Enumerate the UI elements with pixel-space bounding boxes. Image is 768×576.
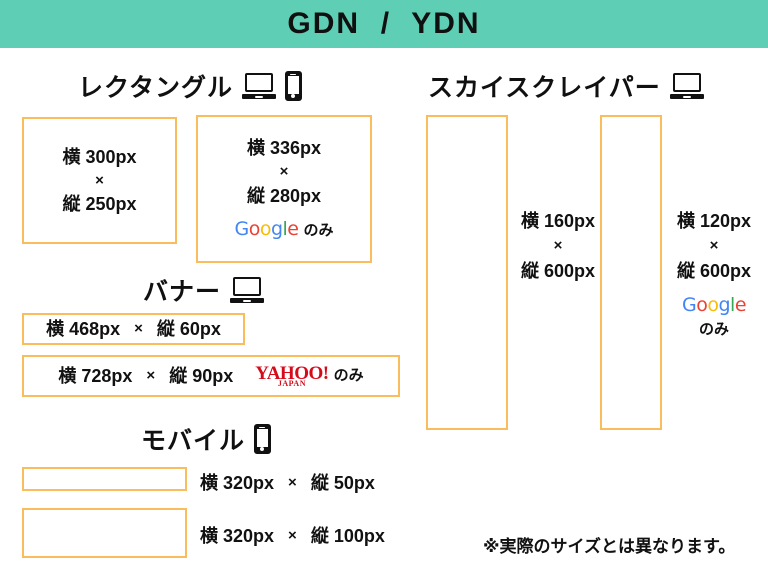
rectangle-box-336x280-height: 縦 280px <box>246 185 322 206</box>
mobile-box-320x100-label: 横 320px × 縦 100px <box>200 522 385 548</box>
section-title-rectangle: レクタングル <box>78 74 234 102</box>
skyscraper-box-160x600-width: 横 160px <box>520 211 596 231</box>
banner-box-728x90-note: のみ <box>333 367 364 385</box>
banner-box-728x90-separator: × <box>146 367 156 385</box>
phone-icon <box>254 424 272 454</box>
google-logo: Google <box>234 217 299 240</box>
yahoo-japan-logo: YAHOO! JAPAN <box>255 363 329 389</box>
rectangle-box-300x250: 横 300px × 縦 250px <box>22 117 177 244</box>
section-title-skyscraper: スカイスクレイパー <box>428 74 661 102</box>
phone-icon <box>285 71 303 101</box>
page-title: GDN / YDN <box>287 7 481 40</box>
laptop-icon <box>669 73 704 99</box>
mobile-box-320x100-separator: × <box>288 526 297 544</box>
skyscraper-box-120x600 <box>600 115 662 430</box>
footnote: ※実際のサイズとは異なります。 <box>483 537 736 556</box>
mobile-box-320x50-height: 縦 50px <box>310 473 375 493</box>
section-heading-mobile: モバイル <box>141 421 272 457</box>
laptop-icon <box>230 277 265 303</box>
section-heading-banner: バナー <box>143 272 265 308</box>
rectangle-box-300x250-width: 横 300px <box>62 146 137 167</box>
mobile-box-320x100 <box>22 508 187 558</box>
laptop-icon <box>242 73 277 99</box>
skyscraper-box-120x600-label: 横 120px × 縦 600px Google のみ <box>668 208 760 342</box>
rectangle-box-300x250-separator: × <box>95 171 104 189</box>
skyscraper-box-160x600-height: 縦 600px <box>520 260 596 281</box>
banner-box-728x90-width: 横 728px <box>58 365 133 386</box>
banner-box-468x60: 横 468px × 縦 60px <box>22 313 245 345</box>
banner-box-468x60-width: 横 468px <box>46 318 121 339</box>
mobile-box-320x100-height: 縦 100px <box>310 526 385 546</box>
rectangle-box-336x280-network: Google のみ <box>234 216 333 244</box>
skyscraper-box-120x600-height: 縦 600px <box>676 260 752 281</box>
rectangle-box-336x280: 横 336px × 縦 280px Google のみ <box>196 115 372 263</box>
page-header: GDN / YDN <box>0 0 768 48</box>
banner-box-728x90-height: 縦 90px <box>169 365 234 386</box>
banner-box-468x60-height: 縦 60px <box>156 318 221 339</box>
mobile-box-320x50-separator: × <box>288 473 297 491</box>
skyscraper-box-120x600-note: のみ <box>698 321 729 338</box>
skyscraper-box-160x600-label: 横 160px × 縦 600px <box>513 208 603 285</box>
banner-box-468x60-label: 横 468px × 縦 60px <box>46 316 221 342</box>
skyscraper-box-160x600-separator: × <box>553 237 563 254</box>
rectangle-box-300x250-height: 縦 250px <box>62 194 137 215</box>
mobile-box-320x50-label: 横 320px × 縦 50px <box>200 469 375 495</box>
banner-box-728x90-label: 横 728px × 縦 90px YAHOO! JAPAN のみ <box>58 363 363 389</box>
section-title-banner: バナー <box>143 278 222 306</box>
mobile-box-320x50 <box>22 467 187 491</box>
rectangle-box-336x280-width: 横 336px <box>246 137 322 158</box>
skyscraper-box-160x600 <box>426 115 508 430</box>
skyscraper-box-120x600-separator: × <box>709 237 719 254</box>
google-logo: Google <box>681 293 747 316</box>
section-title-mobile: モバイル <box>141 427 246 455</box>
mobile-box-320x50-width: 横 320px <box>200 473 275 493</box>
mobile-box-320x100-width: 横 320px <box>200 526 275 546</box>
rectangle-box-336x280-separator: × <box>279 162 289 180</box>
banner-box-468x60-separator: × <box>134 320 143 338</box>
section-heading-rectangle: レクタングル <box>78 68 303 104</box>
skyscraper-box-120x600-width: 横 120px <box>676 211 752 231</box>
banner-box-728x90-network: YAHOO! JAPAN のみ <box>255 363 364 389</box>
banner-box-728x90: 横 728px × 縦 90px YAHOO! JAPAN のみ <box>22 355 400 397</box>
section-heading-skyscraper: スカイスクレイパー <box>428 68 704 104</box>
rectangle-box-336x280-note: のみ <box>303 221 334 239</box>
